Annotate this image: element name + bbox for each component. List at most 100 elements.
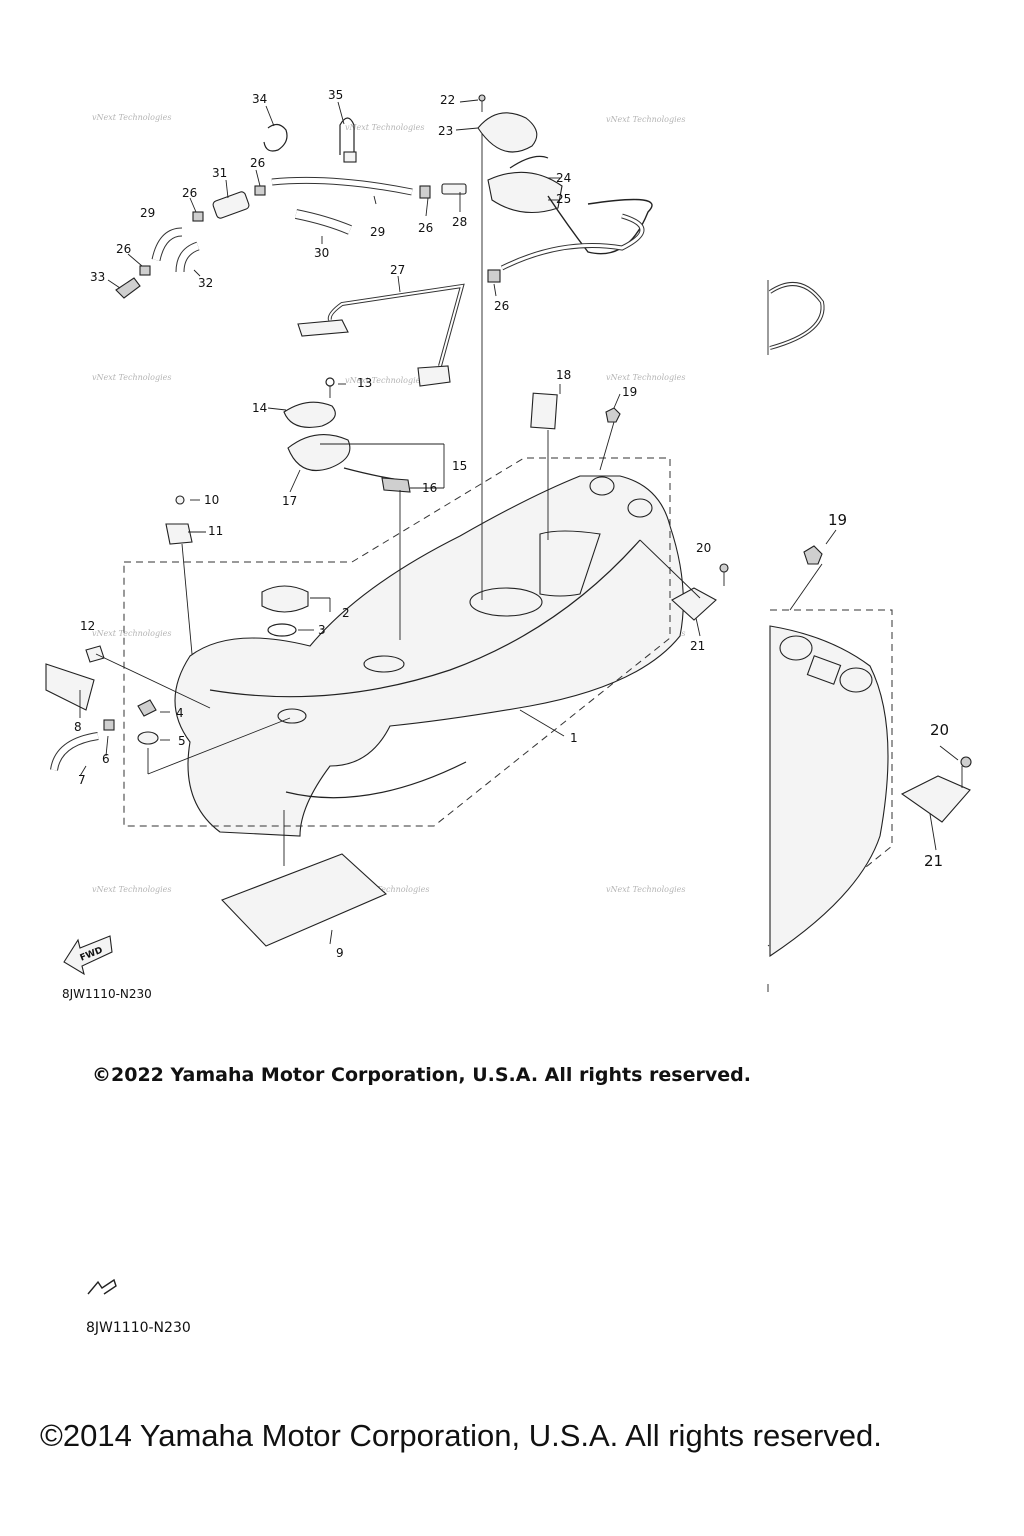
- fuel-tank-parts-diagram: vNext Technologies vNext Technologies vN…: [45, 88, 972, 992]
- inset-detail: [767, 280, 972, 992]
- callout-26: 26: [250, 156, 265, 170]
- sender-opening: [363, 655, 405, 673]
- callout-20: 20: [696, 541, 711, 555]
- callout-10: 10: [204, 493, 219, 507]
- clip-26d: [419, 185, 431, 199]
- clip-26b: [192, 211, 204, 222]
- callout-32: 32: [198, 276, 213, 290]
- watermark: vNext Technologies: [606, 115, 685, 124]
- callout-16: 16: [422, 481, 437, 495]
- hose-band-35: [339, 117, 355, 155]
- nut-19: [605, 407, 621, 423]
- lower-fwd-arrow-icon: [87, 1278, 117, 1295]
- leader-lines: [79, 99, 959, 945]
- callout-19: 19: [622, 385, 637, 399]
- clip-26c: [139, 265, 151, 276]
- label-18: [530, 392, 558, 430]
- callout-31: 31: [212, 166, 227, 180]
- bolt-13: [325, 377, 335, 387]
- drain-valve-33: [115, 277, 141, 299]
- callout-12: 12: [80, 619, 95, 633]
- watermark: vNext Technologies: [345, 376, 424, 385]
- fuel-cap-2: [261, 585, 309, 613]
- tank-ridge: [209, 539, 641, 698]
- callout-26: 26: [116, 242, 131, 256]
- callout-29: 29: [140, 206, 155, 220]
- tank-side: [285, 761, 467, 799]
- inset-nut-19: [803, 545, 823, 565]
- pump-plate-23: [477, 112, 538, 153]
- connector-16: [381, 477, 411, 493]
- mount-hole-a: [589, 476, 615, 496]
- callout-1: 1: [570, 731, 578, 745]
- fuel-tank-1: [174, 475, 684, 837]
- pad-27b: [417, 365, 451, 387]
- callout-4: 4: [176, 706, 184, 720]
- callout-27: 27: [390, 263, 405, 277]
- bracket-21-assembly: [605, 407, 729, 621]
- diagram-code: 8JW1110-N230: [62, 987, 152, 1001]
- callout-7: 7: [78, 773, 86, 787]
- watermark: vNext Technologies: [345, 123, 424, 132]
- bolt-10: [175, 495, 185, 505]
- breather-pipe-27: [297, 283, 465, 387]
- bracket-11: [165, 523, 193, 545]
- callout-15: 15: [452, 459, 467, 473]
- callout-14: 14: [252, 401, 267, 415]
- watermark: vNext Technologies: [606, 373, 685, 382]
- callout-3: 3: [318, 623, 326, 637]
- callout-5: 5: [178, 734, 186, 748]
- tank-outline: [174, 475, 684, 837]
- callout-8: 8: [74, 720, 82, 734]
- callout-6: 6: [102, 752, 110, 766]
- inset-hole-a: [779, 635, 813, 661]
- pad-27a: [297, 319, 349, 337]
- callout-18: 18: [556, 368, 571, 382]
- clip-12: [85, 645, 105, 663]
- clip-6: [103, 719, 115, 731]
- callout-21: 21: [690, 639, 705, 653]
- callout-23: 23: [438, 124, 453, 138]
- callout-26: 26: [418, 221, 433, 235]
- fuel-pump-24: [487, 171, 563, 213]
- bracket-21: [671, 587, 717, 621]
- watermark: vNext Technologies: [92, 885, 171, 894]
- seat-recess: [539, 530, 601, 597]
- callout-19: 19: [828, 511, 847, 529]
- callout-20: 20: [930, 721, 949, 739]
- pump-wire: [509, 155, 549, 169]
- fuel-sender-assembly: [283, 377, 411, 493]
- sheet-9: [221, 853, 388, 947]
- hose-clamp-34: [263, 123, 288, 152]
- callout-24: 24: [556, 171, 571, 185]
- pump-opening: [469, 587, 543, 617]
- copyright-2022: ©2022 Yamaha Motor Corporation, U.S.A. A…: [92, 1064, 751, 1086]
- watermark: vNext Technologies: [92, 113, 171, 122]
- callout-28: 28: [452, 215, 467, 229]
- mount-hole-b: [627, 498, 653, 518]
- callout-29: 29: [370, 225, 385, 239]
- fuel-pump-assembly: [477, 94, 653, 271]
- gasket-14: [283, 401, 336, 428]
- callout-labels: 1234567891011121314151617181920212223242…: [74, 88, 711, 960]
- fitting-35: [343, 151, 357, 163]
- inset-tank: [769, 625, 889, 958]
- copyright-2014: ©2014 Yamaha Motor Corporation, U.S.A. A…: [40, 1418, 882, 1453]
- assembly-boundary: [123, 457, 671, 827]
- callout-13: 13: [357, 376, 372, 390]
- callout-30: 30: [314, 246, 329, 260]
- watermark: vNext Technologies: [350, 885, 429, 894]
- callout-11: 11: [208, 524, 223, 538]
- o-ring-3: [267, 623, 297, 637]
- fuel-filter-31: [212, 191, 250, 219]
- watermark: vNext Technologies: [92, 629, 171, 638]
- watermark: vNext Technologies: [92, 373, 171, 382]
- watermark: vNext Technologies: [606, 885, 685, 894]
- inset-plate: [806, 655, 842, 685]
- callout-35: 35: [328, 88, 343, 102]
- sender-17: [287, 434, 351, 472]
- callout-26: 26: [494, 299, 509, 313]
- callout-25: 25: [556, 192, 571, 206]
- inset-bracket-21: [900, 775, 971, 823]
